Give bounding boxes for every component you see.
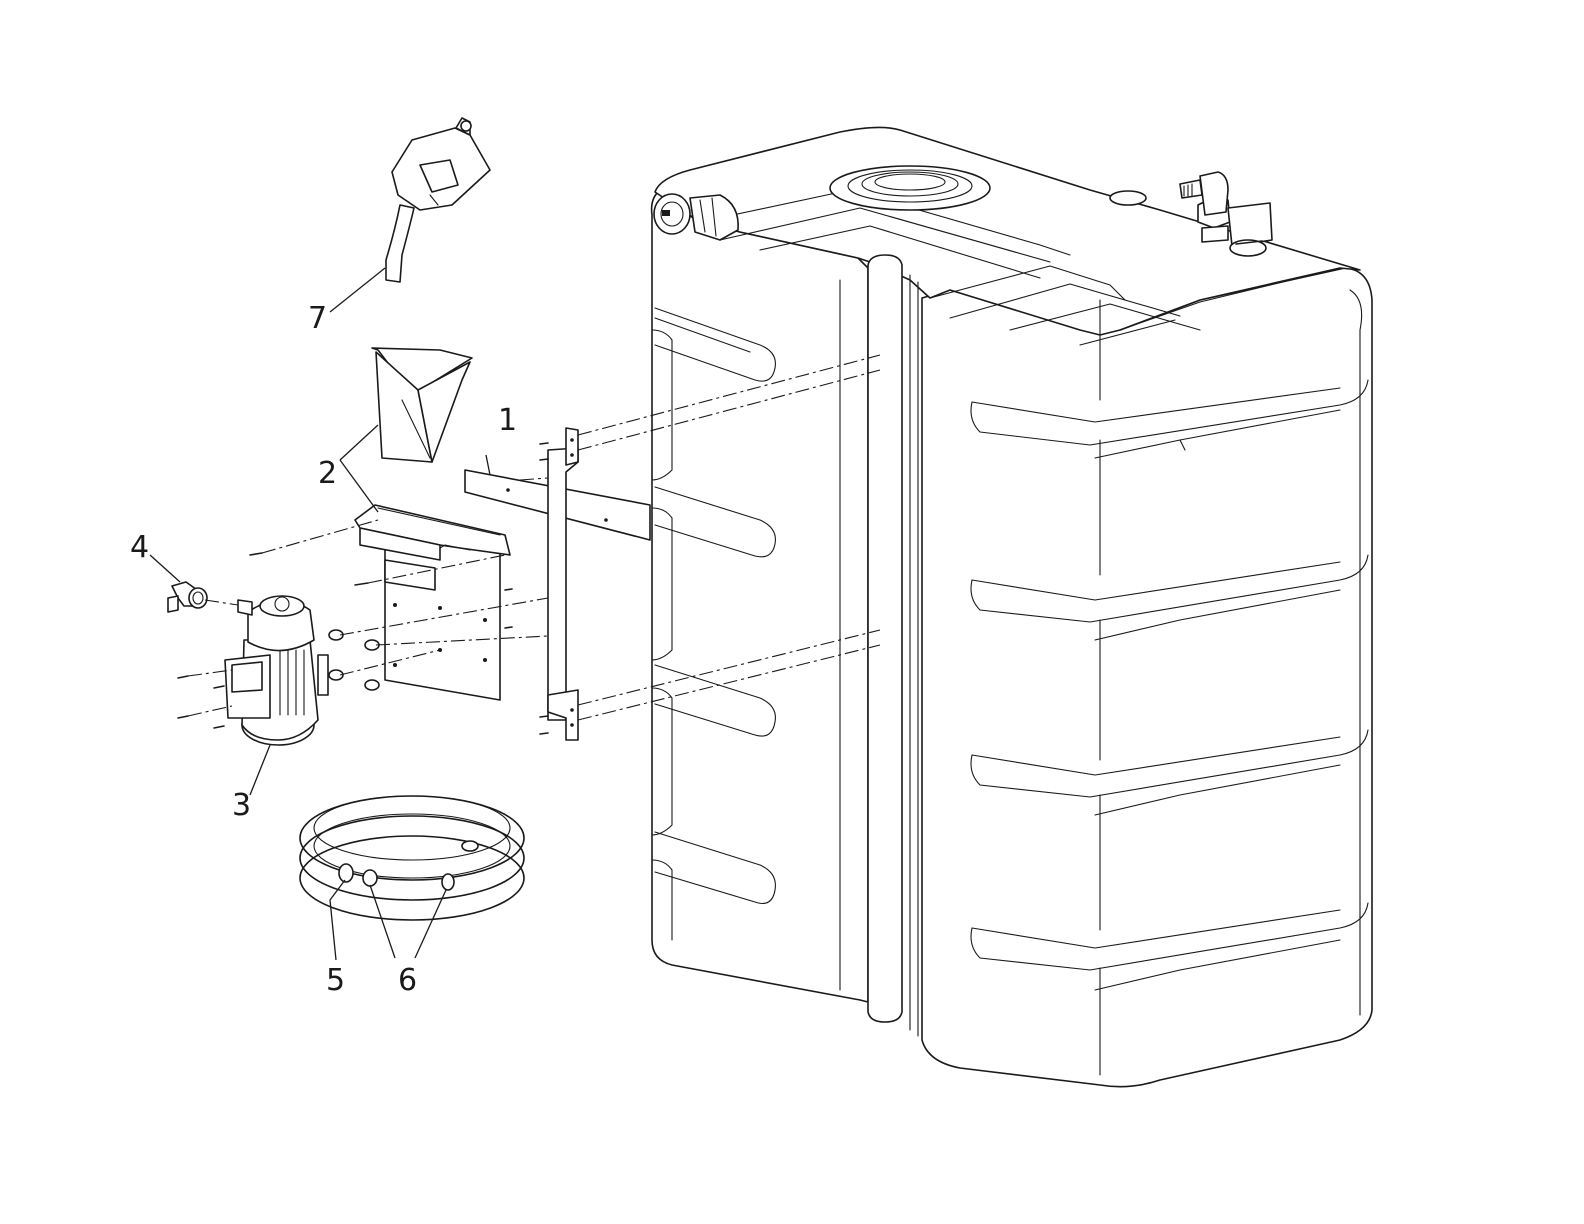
callout-1: 1 xyxy=(498,403,517,438)
callout-2: 2 xyxy=(318,456,337,491)
hose-coil xyxy=(299,795,525,921)
tank-left-cap xyxy=(653,193,739,241)
tank-center-pipe xyxy=(867,254,903,1023)
callout-7: 7 xyxy=(308,301,327,336)
callout-3: 3 xyxy=(232,788,251,823)
storage-tank xyxy=(650,126,1373,1088)
electric-pump xyxy=(177,595,329,746)
pump-plate-assembly xyxy=(249,504,513,701)
tank-left-slot-3 xyxy=(654,664,776,737)
tank-left-slot-2 xyxy=(654,486,776,558)
tank-vent-cap xyxy=(1109,190,1147,206)
callout-4: 4 xyxy=(130,530,149,565)
tank-right-body xyxy=(921,267,1373,1088)
mounting-bracket xyxy=(464,427,651,741)
assembly-centerlines xyxy=(187,354,881,721)
callout-6: 6 xyxy=(398,963,417,998)
callout-5: 5 xyxy=(326,963,345,998)
tank-valve-assembly xyxy=(1179,171,1273,257)
nozzle-holder xyxy=(371,347,473,463)
fuel-nozzle xyxy=(385,117,491,283)
tank-left-slot-1 xyxy=(654,307,776,382)
elbow-fitting xyxy=(167,581,208,613)
tank-manhole xyxy=(829,165,991,211)
leader-lines xyxy=(149,267,491,961)
tank-left-body xyxy=(650,191,869,1003)
tank-right-bands xyxy=(970,289,1369,1076)
tank-left-slot-4 xyxy=(654,831,776,905)
